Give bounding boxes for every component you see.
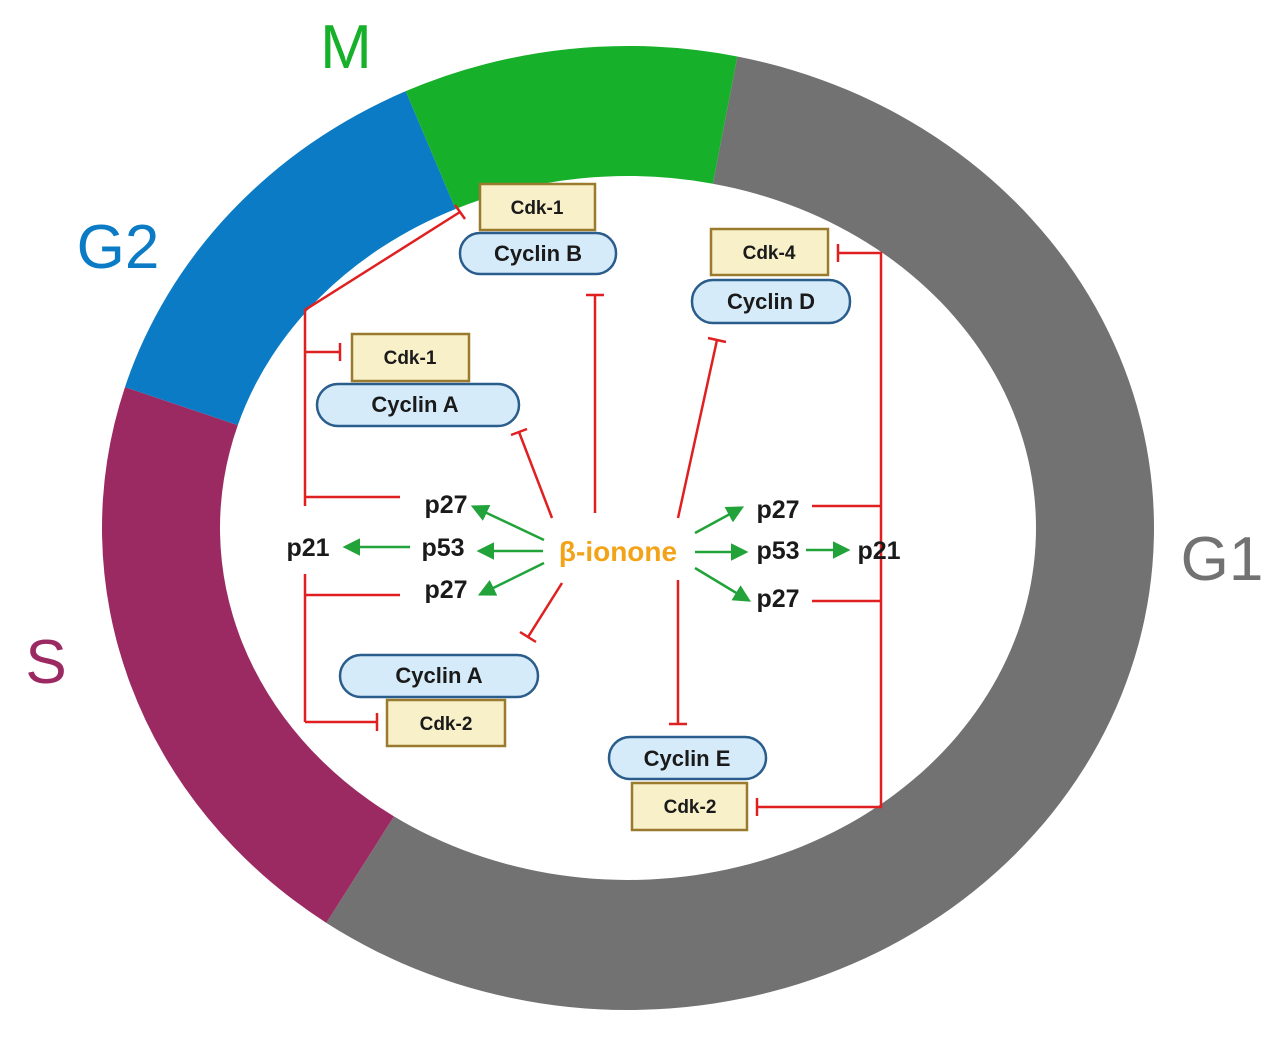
cell-cycle-ring xyxy=(102,45,1154,1010)
ring-segment-g2 xyxy=(124,91,456,426)
cdk2-label-a: Cdk-2 xyxy=(420,714,473,735)
left-inhibition-lines xyxy=(303,204,467,731)
phase-label-s: S xyxy=(25,628,66,697)
arrow-ionone-to-p27-right-bottom xyxy=(694,566,751,602)
p53-left-label: p53 xyxy=(421,534,464,562)
phase-label-g2: G2 xyxy=(77,213,160,282)
complex-cyclin-a-cdk2: Cyclin A Cdk-2 xyxy=(338,653,540,748)
cyclin-e-box xyxy=(607,735,768,781)
complex-cdk4-cyclin-d: Cdk-4 Cyclin D xyxy=(690,227,852,325)
cdk4-label: Cdk-4 xyxy=(743,243,796,264)
cyclin-d-label: Cyclin D xyxy=(727,289,815,314)
inhibit-bar-cyclin-a-bottom xyxy=(519,630,537,644)
arrow-ionone-to-p27-right-top xyxy=(694,506,745,535)
p21-right-bracket-line xyxy=(757,251,883,809)
cdk1-box-a xyxy=(350,332,471,383)
right-inhibition-lines xyxy=(755,244,883,816)
activation-arrows xyxy=(342,505,851,602)
p21-left-label: p21 xyxy=(286,534,329,562)
cdk1-label-b: Cdk-1 xyxy=(511,198,564,219)
inhibit-bar-cyclin-d xyxy=(707,336,727,344)
cdk1-label-a: Cdk-1 xyxy=(384,348,437,369)
arrow-ionone-to-p27-left-bottom xyxy=(477,561,545,596)
cdk2-box-a xyxy=(385,698,507,748)
cyclin-a-top-box xyxy=(315,382,521,428)
complex-cyclin-e-cdk2: Cyclin E Cdk-2 xyxy=(607,735,768,832)
phase-label-m: M xyxy=(320,13,372,82)
complex-cdk1-cyclin-a: Cdk-1 Cyclin A xyxy=(315,332,521,428)
p27-left-top-label: p27 xyxy=(424,491,467,519)
p21-to-cdk1-b-line xyxy=(303,210,461,506)
cyclin-d-box xyxy=(690,278,852,325)
ionone-to-cyclin-a-line xyxy=(517,431,554,519)
cdk2-box-e xyxy=(630,781,749,832)
ionone-to-cyclin-d-line xyxy=(676,339,719,519)
cdk4-box xyxy=(709,227,830,277)
cyclin-a-bottom-label: Cyclin A xyxy=(395,663,482,688)
ring-segment-s xyxy=(102,387,394,923)
p53-right-label: p53 xyxy=(756,537,799,565)
cyclin-e-label: Cyclin E xyxy=(644,746,731,771)
ionone-to-cyclin-a-bottom-line xyxy=(526,582,564,638)
cyclin-a-top-label: Cyclin A xyxy=(371,392,458,417)
inhibit-bar-cyclin-a xyxy=(510,427,528,437)
cyclin-a-bottom-box xyxy=(338,653,540,699)
ring-segment-m xyxy=(405,45,738,209)
ring-segment-g1 xyxy=(326,56,1154,1010)
cdk1-box-b xyxy=(478,182,597,232)
beta-ionone-label: β-ionone xyxy=(559,536,677,567)
p27-right-top-label: p27 xyxy=(756,496,799,524)
arrow-ionone-to-p27-left-top xyxy=(470,505,545,542)
inhibit-bar-cdk1-b xyxy=(453,204,467,220)
p27-left-bottom-label: p27 xyxy=(424,576,467,604)
phase-label-g1: G1 xyxy=(1181,525,1264,594)
ionone-inhibition-lines xyxy=(510,293,727,726)
complex-cdk1-cyclin-b: Cdk-1 Cyclin B xyxy=(458,182,618,276)
cyclin-b-box xyxy=(458,231,618,276)
p27-right-bottom-label: p27 xyxy=(756,585,799,613)
p21-right-label: p21 xyxy=(857,537,900,565)
cdk2-label-e: Cdk-2 xyxy=(664,797,717,818)
cyclin-b-label: Cyclin B xyxy=(494,241,582,266)
